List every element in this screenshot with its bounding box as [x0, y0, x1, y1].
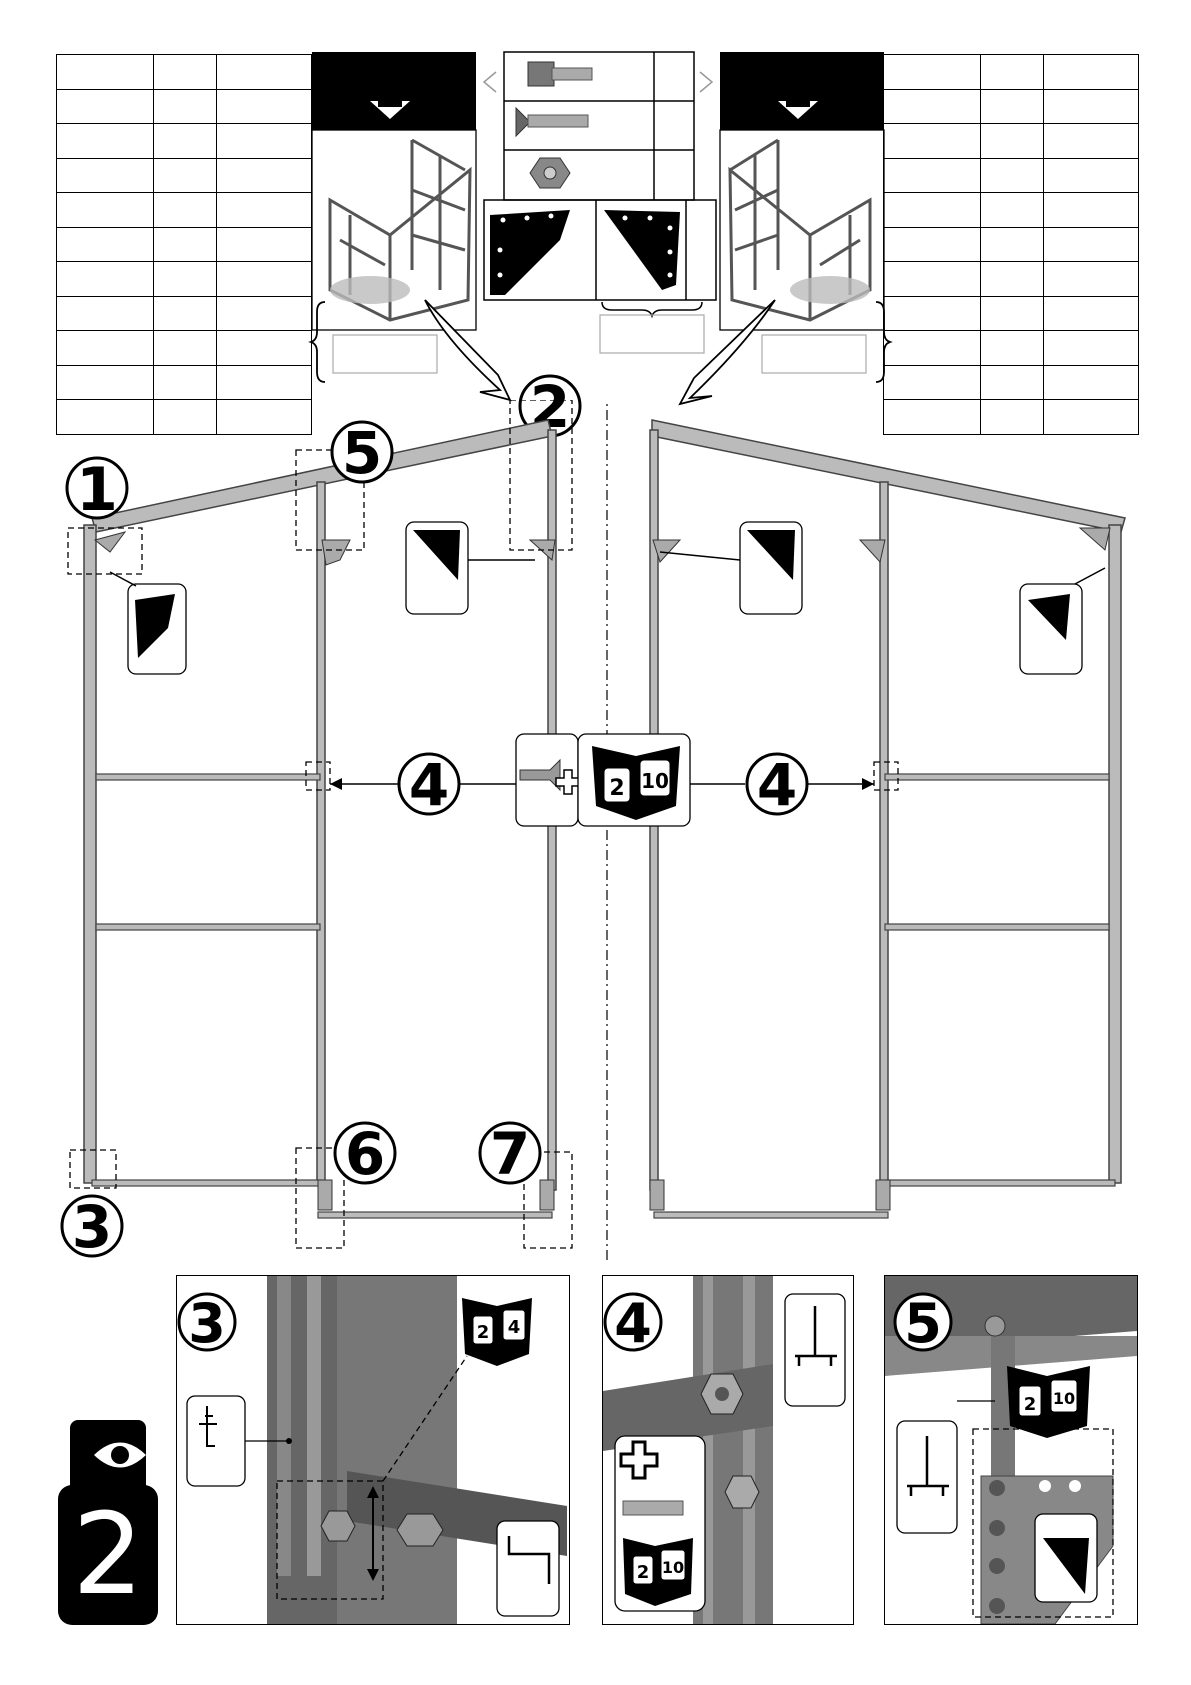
- left-frame: [84, 420, 556, 1218]
- page-number-badge: 2: [58, 1420, 158, 1625]
- step-circle-4-left: 4: [399, 751, 459, 819]
- svg-text:1: 1: [76, 455, 118, 525]
- book-reference-icon: 2 10: [623, 1538, 693, 1606]
- curved-arrow-icon: [680, 300, 775, 404]
- svg-text:3: 3: [188, 1292, 226, 1355]
- svg-text:10: 10: [662, 1558, 684, 1577]
- eye-icon: [92, 1438, 148, 1472]
- step-circle-7: 7: [480, 1120, 540, 1188]
- corner-bracket-icon: [490, 210, 570, 295]
- svg-text:5: 5: [904, 1292, 942, 1355]
- svg-text:7: 7: [490, 1120, 530, 1188]
- svg-text:5: 5: [342, 419, 382, 487]
- svg-text:2: 2: [1024, 1394, 1037, 1415]
- svg-text:10: 10: [1053, 1389, 1075, 1408]
- detail-panel-5: 5 2 10: [884, 1275, 1138, 1625]
- book-reference-icon: 2 10: [1007, 1366, 1090, 1438]
- step-circle-6: 6: [335, 1120, 395, 1188]
- t-bolt-icon: [623, 1501, 683, 1515]
- svg-text:4: 4: [614, 1292, 652, 1355]
- svg-text:2: 2: [609, 776, 624, 801]
- step-circle-3: 3: [62, 1193, 122, 1261]
- bolt-icon: [528, 62, 592, 86]
- svg-text:3: 3: [72, 1193, 112, 1261]
- svg-text:2: 2: [637, 1562, 650, 1583]
- svg-text:4: 4: [757, 751, 797, 819]
- detail-panel-3: 3 2 4: [176, 1275, 570, 1625]
- step-circle-5: 5: [332, 419, 392, 487]
- svg-text:4: 4: [409, 751, 449, 819]
- svg-text:10: 10: [641, 769, 669, 793]
- frame-assembly-diagram: 2 10 1 5 4 4 6 7 3: [0, 400, 1191, 1270]
- t-bolt-icon: [516, 108, 588, 136]
- svg-text:6: 6: [345, 1120, 385, 1188]
- svg-text:4: 4: [508, 1317, 521, 1338]
- svg-text:2: 2: [477, 1322, 490, 1343]
- page-number: 2: [58, 1485, 158, 1625]
- curved-arrow-icon: [425, 300, 510, 400]
- book-reference-icon: 2 10: [592, 746, 680, 820]
- top-overview-graphics: 2: [0, 0, 1191, 460]
- header-black-right: [720, 52, 884, 130]
- step-circle-4-right: 4: [747, 751, 807, 819]
- header-black-left: [312, 52, 476, 130]
- detail-panel-4: 4 2 10: [602, 1275, 854, 1625]
- book-reference-icon: 2 4: [462, 1298, 532, 1366]
- right-frame: [650, 420, 1125, 1218]
